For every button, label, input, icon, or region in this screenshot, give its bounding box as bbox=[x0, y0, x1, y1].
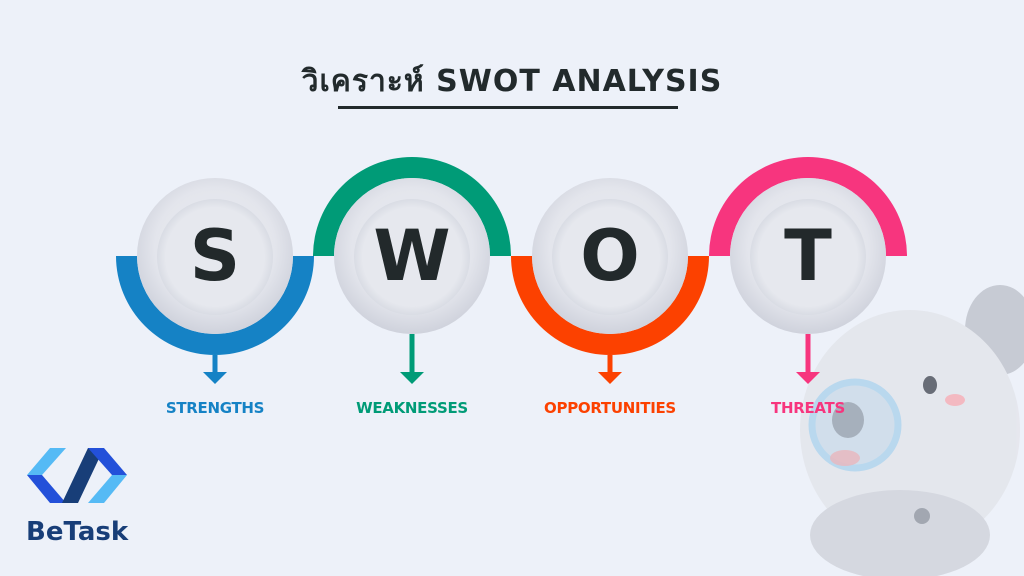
arc-down bbox=[116, 256, 314, 355]
brand-name: BeTask bbox=[26, 517, 129, 547]
swot-label: OPPORTUNITIES bbox=[544, 399, 676, 417]
swot-label: WEAKNESSES bbox=[356, 399, 468, 417]
arrow-down-icon bbox=[400, 372, 424, 384]
swot-item-weaknesses: W bbox=[313, 157, 511, 384]
arc-down bbox=[511, 256, 709, 355]
swot-letter: O bbox=[580, 215, 640, 297]
swot-label: THREATS bbox=[771, 399, 845, 417]
letter-disc-inner bbox=[552, 199, 668, 315]
letter-disc-inner bbox=[157, 199, 273, 315]
betask-logo bbox=[27, 448, 127, 503]
arrow-stem bbox=[212, 355, 218, 374]
swot-label: STRENGTHS bbox=[165, 399, 265, 417]
letter-disc-inner bbox=[354, 199, 470, 315]
arrow-stem bbox=[805, 334, 811, 374]
swot-letter: W bbox=[373, 215, 450, 297]
swot-item-threats: T bbox=[709, 157, 907, 384]
arrow-stem bbox=[607, 355, 613, 374]
arrow-down-icon bbox=[598, 372, 622, 384]
arrow-down-icon bbox=[203, 372, 227, 384]
arrow-down-icon bbox=[796, 372, 820, 384]
title-underline bbox=[338, 106, 678, 109]
swot-letter: S bbox=[190, 215, 240, 297]
arc-up bbox=[709, 157, 907, 256]
page-title: วิเคราะห์ SWOT ANALYSIS bbox=[301, 64, 723, 99]
swot-item-strengths: S bbox=[116, 178, 314, 384]
panda-with-magnifier-icon bbox=[800, 285, 1024, 576]
arc-up bbox=[313, 157, 511, 256]
letter-disc-inner bbox=[750, 199, 866, 315]
swot-letter: T bbox=[784, 215, 832, 297]
swot-item-opportunities: O bbox=[511, 178, 709, 384]
arrow-stem bbox=[409, 334, 415, 374]
